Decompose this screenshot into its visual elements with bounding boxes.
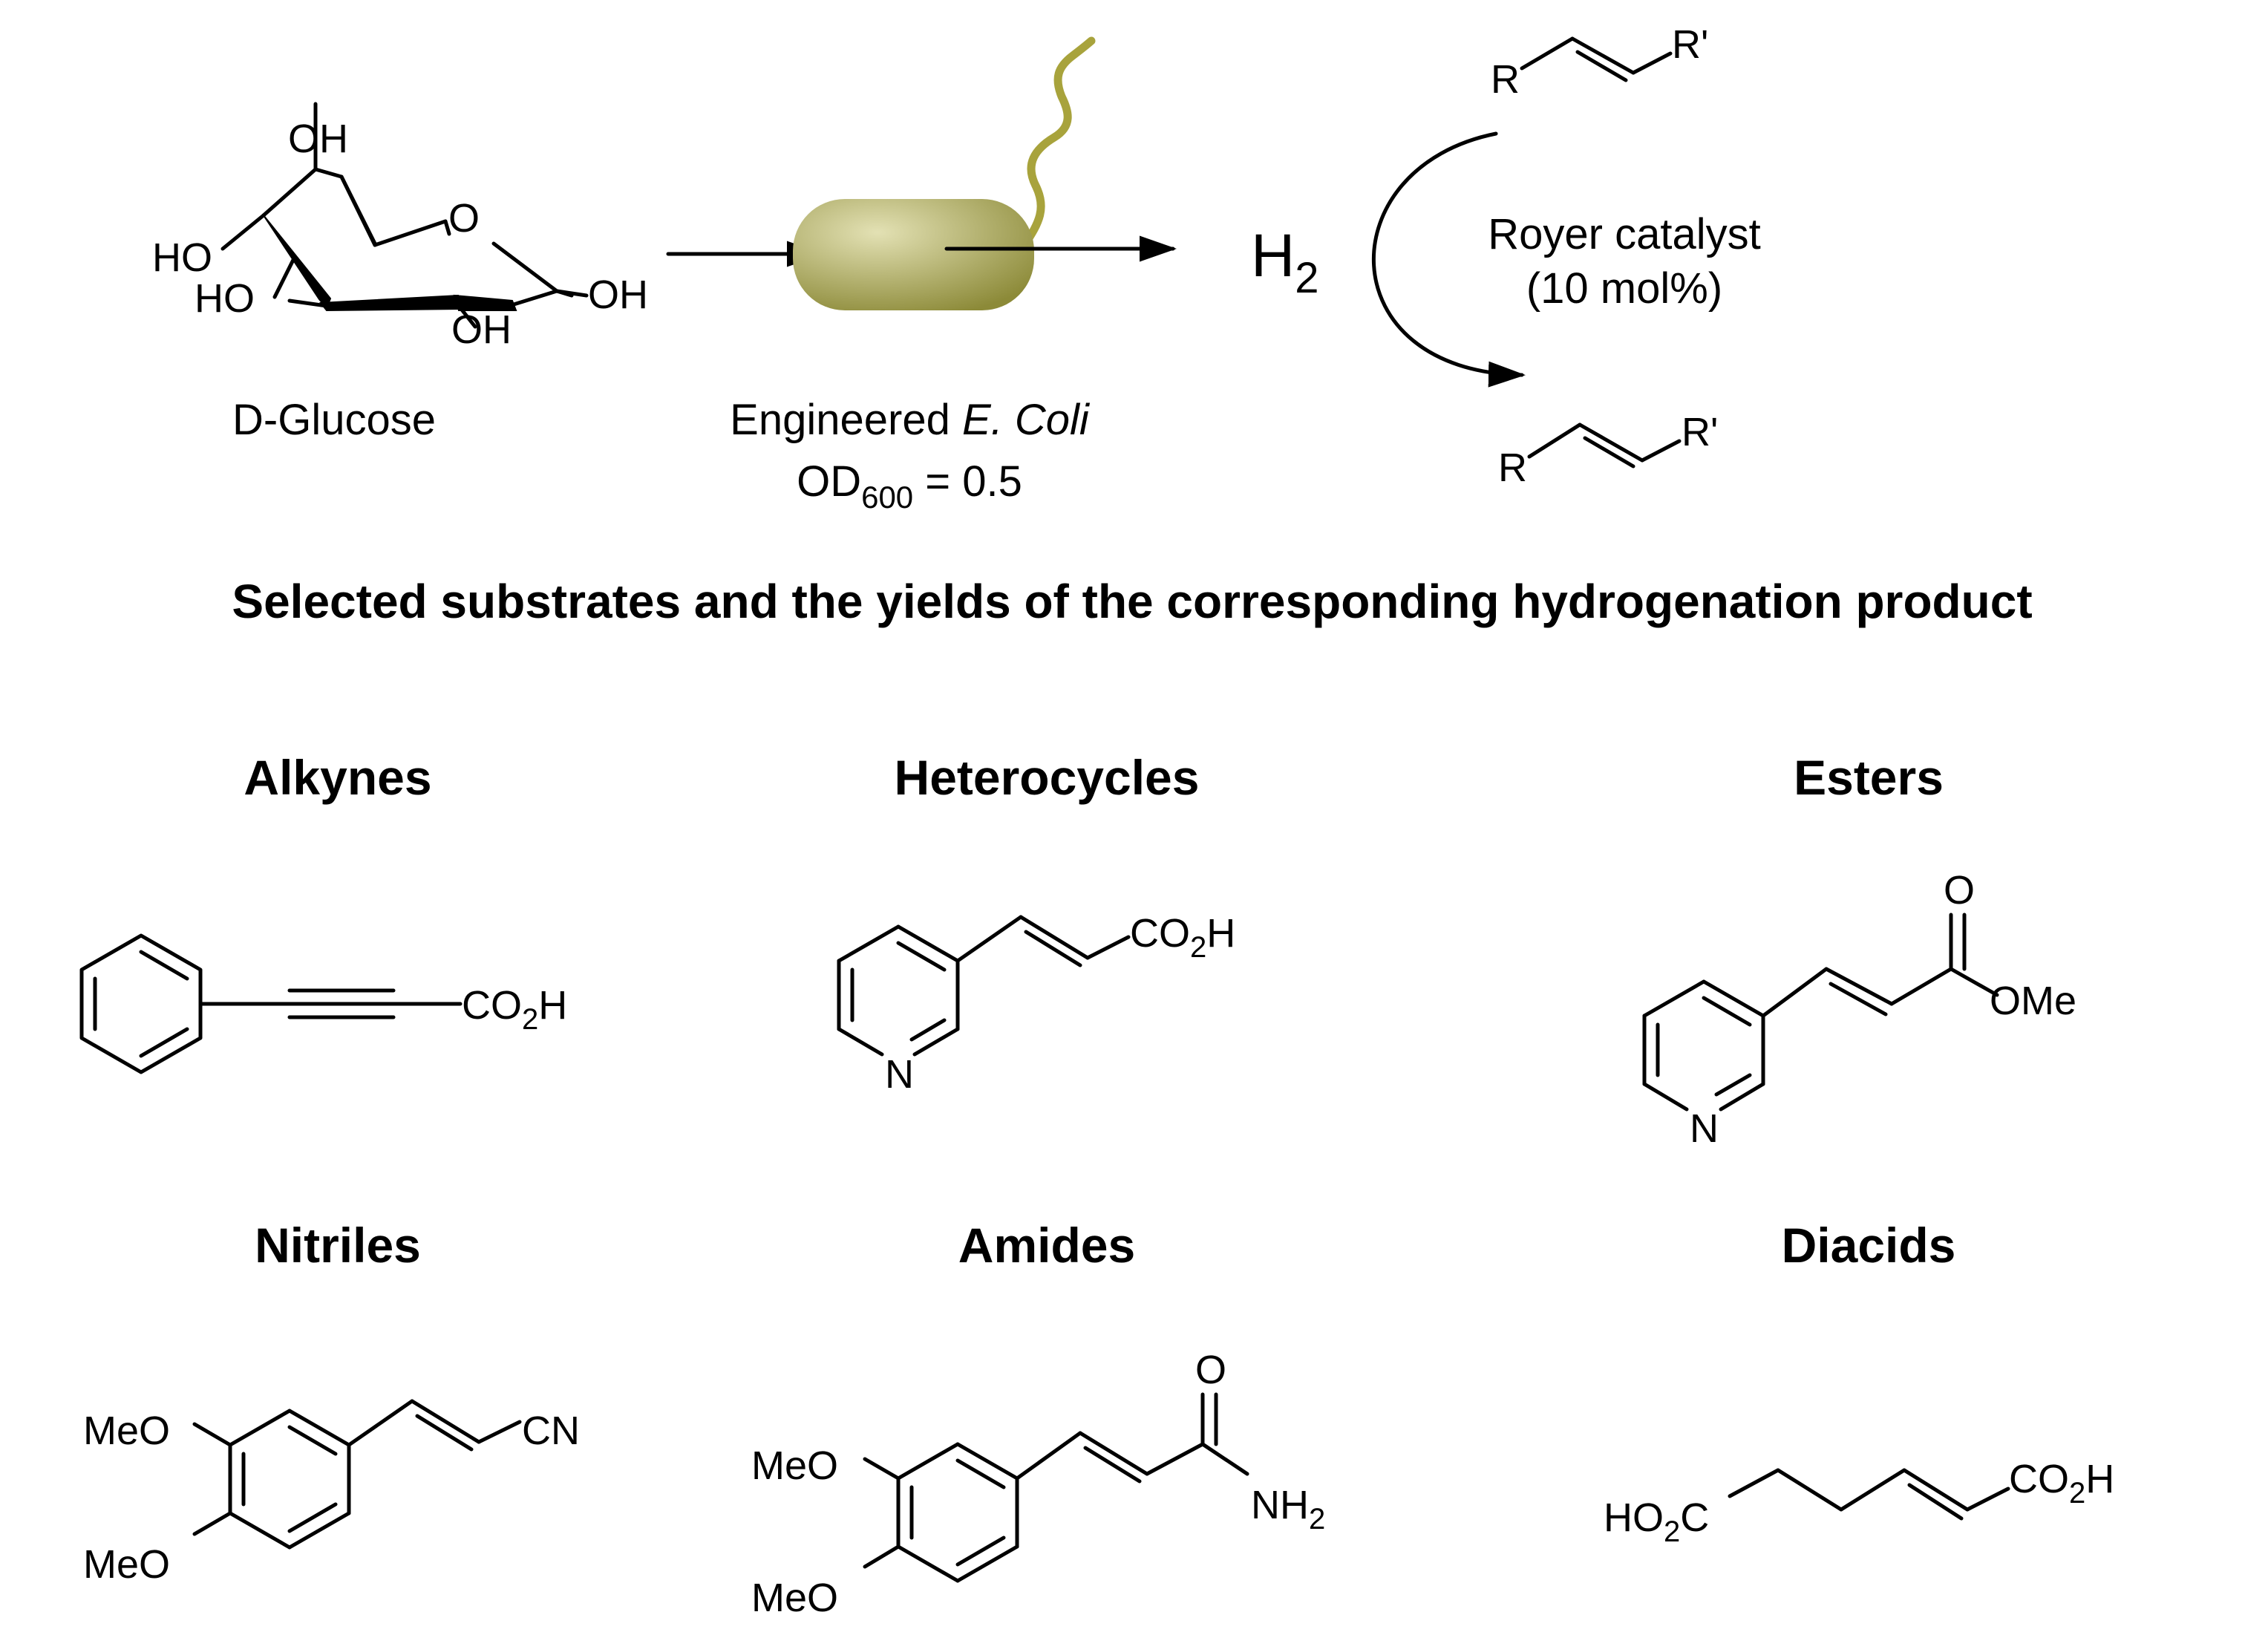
molecule-phenylpropiolic-acid: CO2H xyxy=(79,933,567,1074)
ester-ome: OMe xyxy=(1990,979,2076,1023)
category-heterocycles: Heterocycles xyxy=(895,750,1200,805)
ecoli-label: Engineered E. Coli xyxy=(730,396,1091,444)
amide-carbonyl-o: O xyxy=(1195,1348,1226,1392)
glucose-oh-right: OH xyxy=(588,272,648,317)
glucose-ring-o: O xyxy=(448,196,480,241)
flagellum-icon xyxy=(1020,36,1096,249)
catalyst-line1: Royer catalyst xyxy=(1488,210,1760,258)
category-amides: Amides xyxy=(958,1218,1135,1273)
molecule-dimethoxycinnamamide: MeO MeO O NH2 xyxy=(751,1348,1325,1620)
pyridine-n: N xyxy=(885,1052,914,1097)
diacid-co2h: CO2H xyxy=(2009,1457,2114,1510)
glucose-ho-lower: HO xyxy=(195,276,255,321)
curved-arrow xyxy=(1372,131,1526,388)
category-nitriles: Nitriles xyxy=(255,1218,421,1273)
glucose-oh-bottom: OH xyxy=(451,307,512,352)
hydrogenation-cycle: Royer catalyst (10 mol%) R R' R R' xyxy=(1372,22,1761,490)
heterocycle-co2h: CO2H xyxy=(1130,911,1235,964)
alkyne-co2h: CO2H xyxy=(462,983,567,1036)
nitrile-meo-top: MeO xyxy=(83,1409,170,1453)
molecule-dimethoxycinnamonitrile: MeO MeO CN xyxy=(83,1399,580,1587)
molecule-hexenedioic-acid: HO2C CO2H xyxy=(1604,1457,2114,1548)
top-r-prime: R' xyxy=(1672,22,1708,67)
bottom-r-prime: R' xyxy=(1682,410,1718,454)
cell-body-icon xyxy=(793,199,1034,310)
ester-carbonyl-o: O xyxy=(1944,868,1975,913)
glucose-ho-left: HO xyxy=(152,235,212,280)
section-title: Selected substrates and the yields of th… xyxy=(232,575,2032,628)
category-esters: Esters xyxy=(1794,750,1944,805)
od-label: OD600 = 0.5 xyxy=(797,457,1022,515)
ester-pyridine-n: N xyxy=(1690,1106,1719,1151)
top-r: R xyxy=(1491,57,1520,102)
ecoli-cell-icon: Engineered E. Coli OD600 = 0.5 xyxy=(730,36,1177,515)
category-alkynes: Alkynes xyxy=(244,750,431,805)
h2-label: H2 xyxy=(1251,222,1318,302)
category-diacids: Diacids xyxy=(1782,1218,1956,1273)
amide-nh2: NH2 xyxy=(1251,1483,1325,1536)
glucose-oh-top: OH xyxy=(288,117,348,161)
diacid-ho2c: HO2C xyxy=(1604,1495,1709,1548)
molecule-pyridylacrylic-acid: N CO2H xyxy=(837,911,1235,1097)
catalyst-line2: (10 mol%) xyxy=(1526,264,1722,313)
nitrile-cn: CN xyxy=(522,1409,580,1453)
glucose-label: D-Glucose xyxy=(232,396,436,444)
bottom-r: R xyxy=(1498,446,1527,490)
amide-meo-bottom: MeO xyxy=(751,1576,838,1620)
glucose-structure: OH O HO HO OH OH D-Glucose xyxy=(152,102,648,444)
nitrile-meo-bottom: MeO xyxy=(83,1542,170,1587)
amide-meo-top: MeO xyxy=(751,1443,838,1488)
molecule-methyl-pyridylacrylate: N O OMe xyxy=(1642,868,2076,1151)
